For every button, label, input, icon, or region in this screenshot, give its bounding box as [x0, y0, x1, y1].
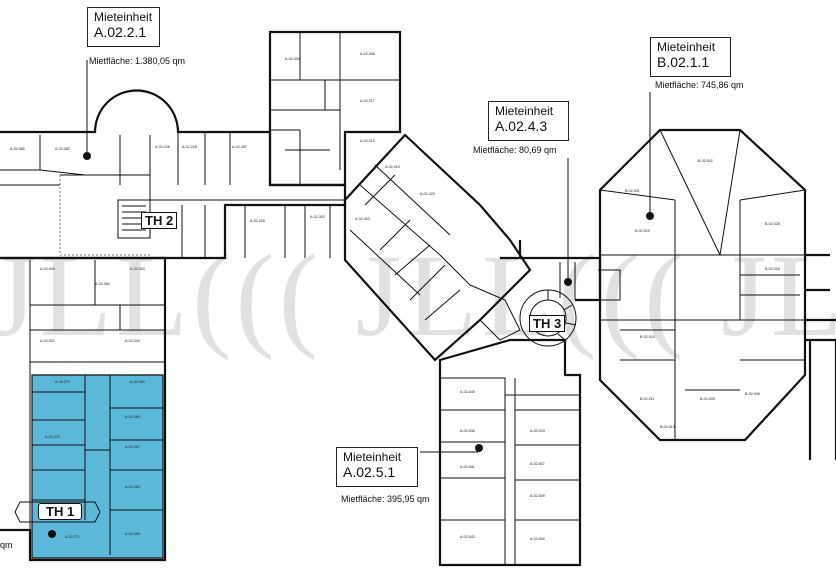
svg-text:A-02-543: A-02-543 [530, 429, 545, 433]
svg-text:A-02-250: A-02-250 [125, 532, 140, 536]
svg-text:B-02-006: B-02-006 [745, 392, 760, 396]
svg-text:B-02-029: B-02-029 [635, 229, 650, 233]
svg-text:B-02-026: B-02-026 [765, 267, 780, 271]
svg-text:A-02-001: A-02-001 [40, 339, 55, 343]
wing-east-octagon [598, 128, 836, 460]
svg-text:A-02-276: A-02-276 [45, 435, 60, 439]
svg-text:B-02-011: B-02-011 [640, 397, 655, 401]
svg-text:A-02-317: A-02-317 [360, 99, 375, 103]
svg-text:A-02-228: A-02-228 [250, 219, 265, 223]
svg-text:A-02-228: A-02-228 [182, 145, 197, 149]
svg-text:A-02-060: A-02-060 [125, 415, 140, 419]
svg-text:B-02-028: B-02-028 [765, 222, 780, 226]
svg-text:A-02-545: A-02-545 [460, 390, 475, 394]
unit-label-a0251: Mieteinheit A.02.5.1 [336, 447, 418, 487]
svg-text:A-02-271: A-02-271 [65, 535, 80, 539]
svg-text:A-02-302: A-02-302 [310, 215, 325, 219]
unit-id: B.02.1.1 [657, 54, 710, 70]
svg-text:A-02-403: A-02-403 [355, 217, 370, 221]
unit-label-b0211: Mieteinheit B.02.1.1 [650, 37, 731, 77]
stair-th1-label: TH 1 [38, 503, 83, 520]
svg-text:A-02-319: A-02-319 [360, 139, 375, 143]
svg-text:B-02-005: B-02-005 [700, 397, 715, 401]
unit-heading: Mieteinheit [657, 40, 716, 54]
unit-area-a0221: Mietfläche: 1.380,05 qm [89, 56, 186, 66]
svg-text:A-02-263: A-02-263 [125, 485, 140, 489]
svg-text:A-02-420: A-02-420 [420, 192, 435, 196]
stair-th2-label: TH 2 [141, 212, 178, 229]
svg-text:A-02-304: A-02-304 [285, 57, 300, 61]
unit-heading: Mieteinheit [94, 10, 153, 24]
svg-text:A-02-541: A-02-541 [460, 465, 475, 469]
unit-label-a0221: Mieteinheit A.02.2.1 [87, 7, 160, 47]
svg-text:A-02-546: A-02-546 [460, 429, 475, 433]
svg-text:A-02-270: A-02-270 [55, 380, 70, 384]
watermark-text: JLL((( JLL((( JLL [0, 230, 836, 361]
unit-label-a0243: Mieteinheit A.02.4.3 [488, 101, 569, 141]
unit-area-a0243: Mietfläche: 80,69 qm [473, 145, 557, 155]
svg-text:A-02-260: A-02-260 [130, 380, 145, 384]
svg-text:A-02-040: A-02-040 [125, 339, 140, 343]
svg-text:B-02-002: B-02-002 [698, 159, 713, 163]
svg-text:B-02-013: B-02-013 [660, 425, 675, 429]
stair-th3-label: TH 3 [529, 315, 566, 332]
anchor-a0221 [83, 152, 91, 160]
svg-text:A-02-226: A-02-226 [155, 145, 170, 149]
anchor-blue-unit [48, 530, 56, 538]
anchor-b0211 [646, 212, 654, 220]
svg-text:A-02-509: A-02-509 [530, 494, 545, 498]
svg-text:A-02-082: A-02-082 [55, 147, 70, 151]
wing-north-tower [268, 30, 402, 187]
svg-text:B-02-001: B-02-001 [625, 189, 640, 193]
svg-text:A-02-507: A-02-507 [530, 462, 545, 466]
unit-id: A.02.4.3 [495, 118, 548, 134]
svg-text:A-02-500: A-02-500 [530, 537, 545, 541]
anchor-a0243 [564, 278, 572, 286]
svg-text:A-02-410: A-02-410 [385, 165, 400, 169]
room-labels: A-02-080 A-02-082 A-02-226 A-02-228 A-02… [10, 52, 780, 541]
svg-text:A-02-542: A-02-542 [460, 535, 475, 539]
unit-area-b0211: Mietfläche: 745,86 qm [655, 80, 744, 90]
svg-text:A-02-007: A-02-007 [125, 445, 140, 449]
unit-id: A.02.5.1 [343, 464, 396, 480]
unit-area-a0251: Mietfläche: 395,95 qm [341, 494, 430, 504]
wing-diagonal [343, 133, 532, 362]
svg-text:B-02-010: B-02-010 [640, 335, 655, 339]
unit-id: A.02.2.1 [94, 24, 147, 40]
cropped-area-fragment: qm [0, 540, 13, 550]
stair-th2-outline [117, 199, 151, 239]
svg-text:A-02-063: A-02-063 [130, 267, 145, 271]
svg-text:A-02-060: A-02-060 [95, 282, 110, 286]
svg-text:A-02-306: A-02-306 [360, 52, 375, 56]
svg-text:A-02-005: A-02-005 [40, 267, 55, 271]
unit-heading: Mieteinheit [495, 104, 554, 118]
svg-text:A-02-080: A-02-080 [10, 147, 25, 151]
anchor-a0251 [475, 444, 483, 452]
wing-south [438, 338, 582, 567]
unit-leaders [48, 60, 654, 538]
unit-heading: Mieteinheit [343, 450, 402, 464]
svg-text:A-02-287: A-02-287 [232, 145, 247, 149]
